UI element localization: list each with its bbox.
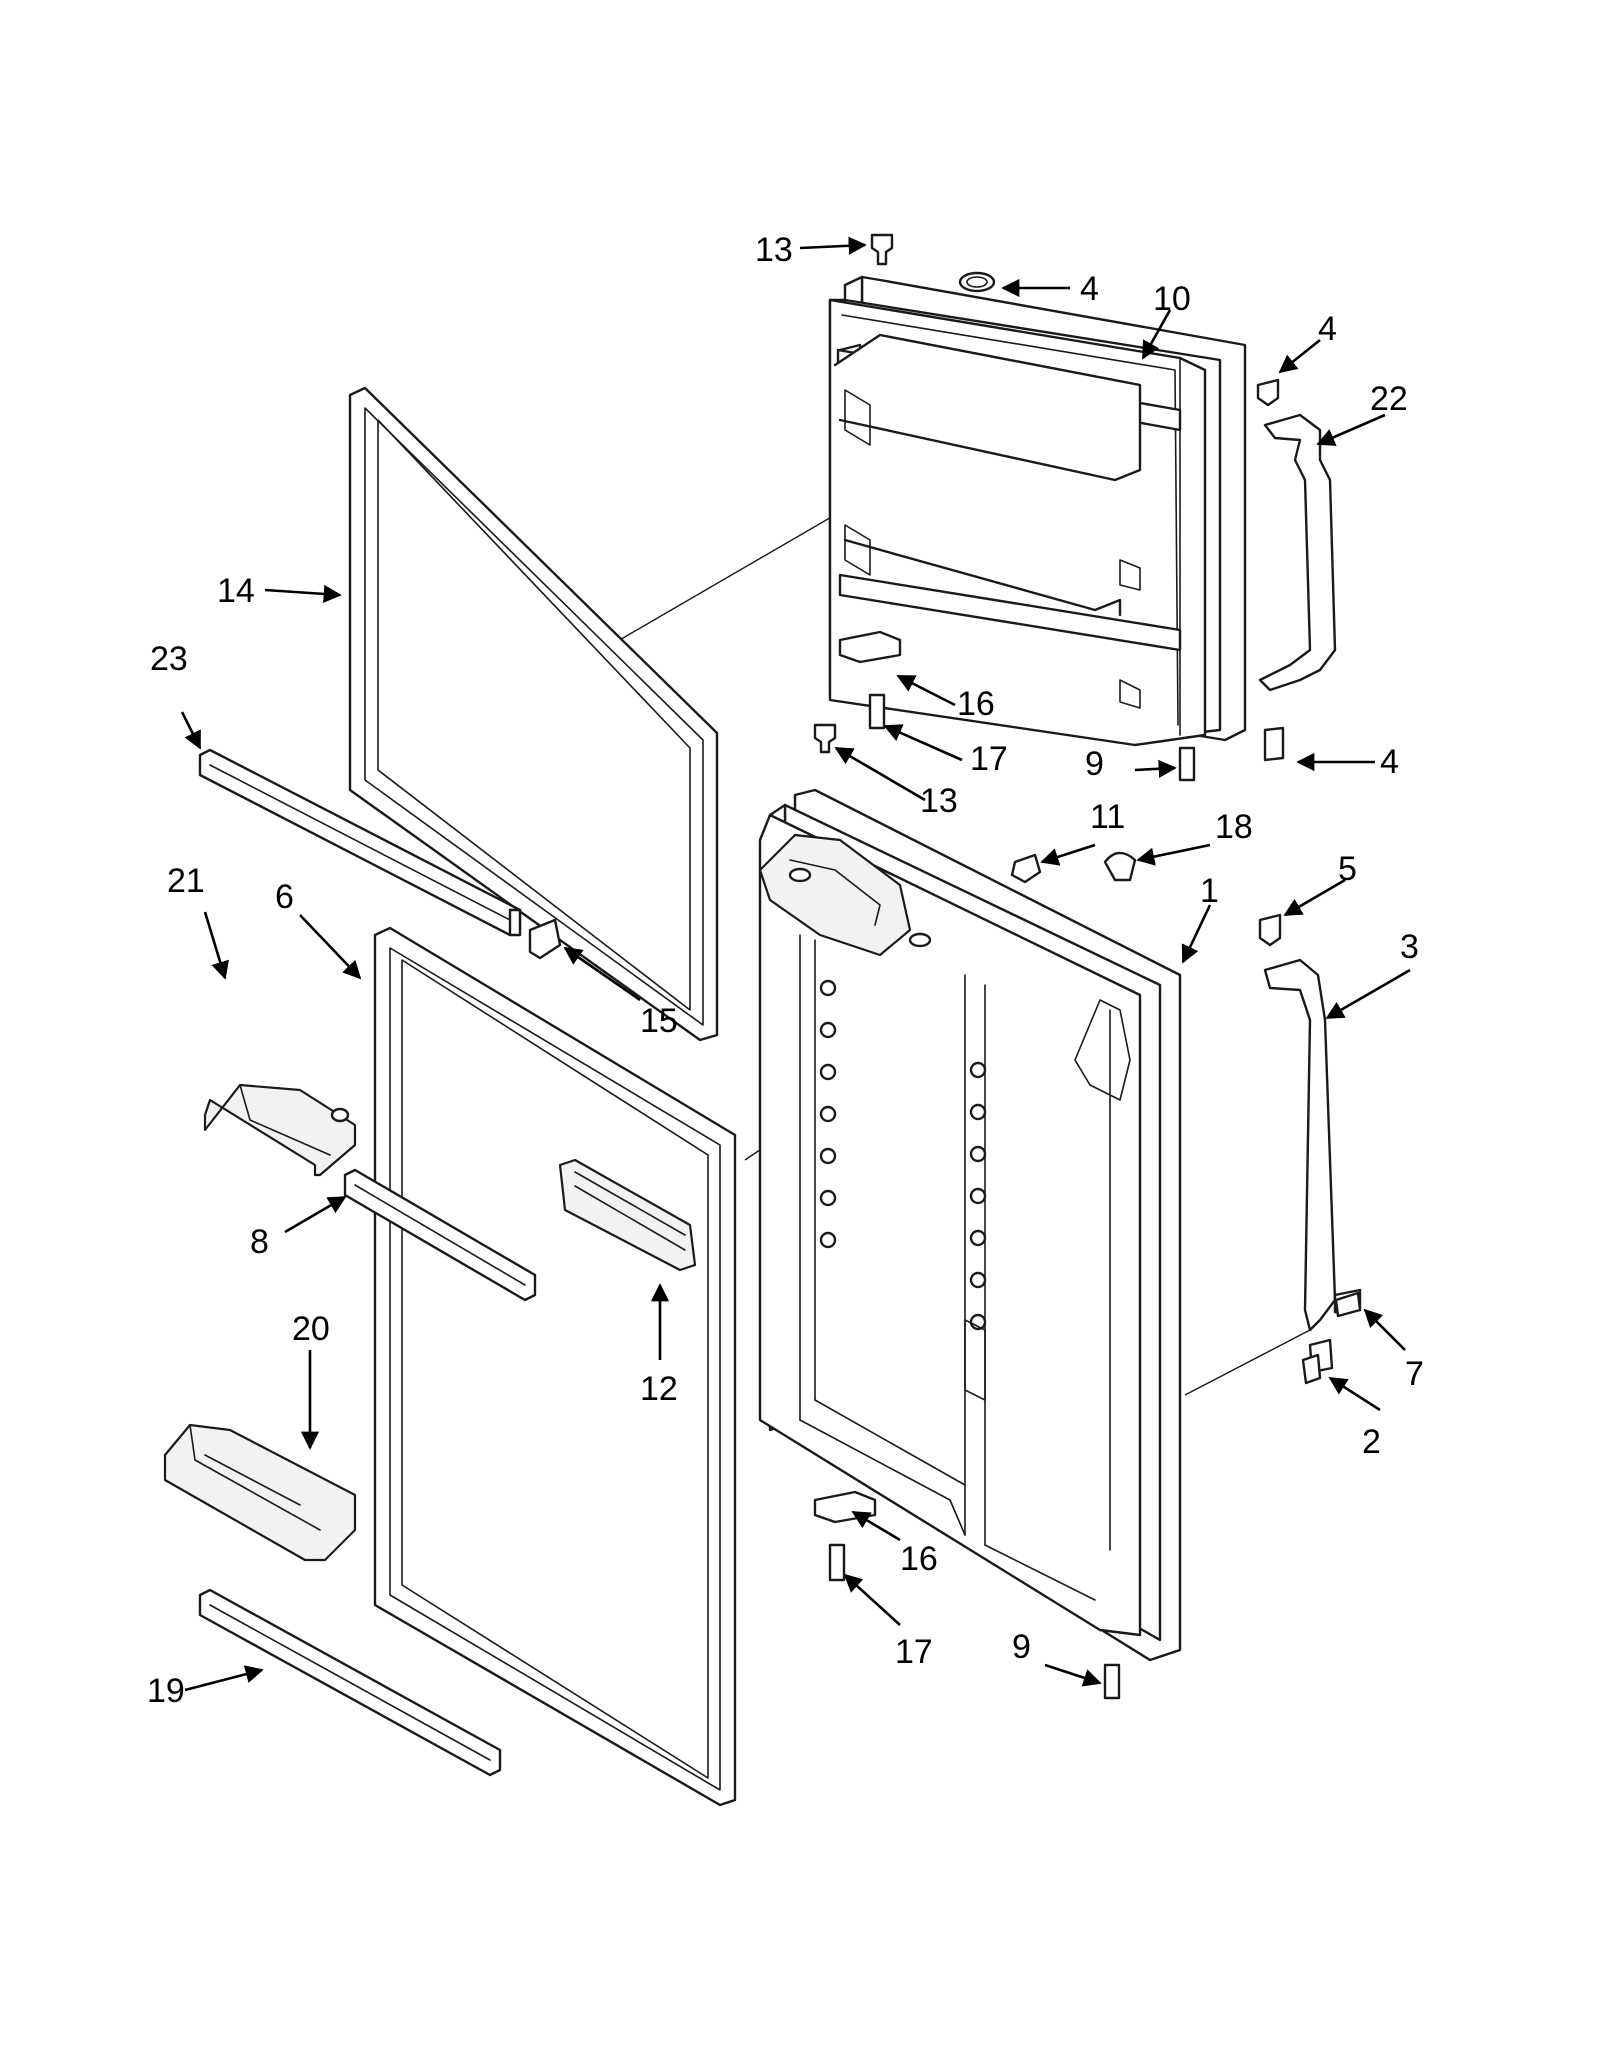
callout-9-bottom: 9	[1012, 1628, 1031, 1666]
hole-plug-small	[1010, 853, 1042, 884]
dairy-bin	[203, 1083, 357, 1177]
hinge-plate-bottom	[813, 1490, 877, 1524]
callout-18: 18	[1215, 808, 1253, 846]
callout-1: 1	[1200, 872, 1219, 910]
callout-4-lower: 5	[1338, 850, 1357, 888]
callout-16-bottom: 16	[900, 1540, 938, 1578]
callout-13-mid: 13	[920, 782, 958, 820]
screw-door-bottom	[1103, 1663, 1121, 1700]
screw-bottom	[828, 1543, 846, 1582]
callout-13-top: 13	[755, 231, 793, 269]
callout-15: 15	[640, 1002, 678, 1040]
fresh-food-gasket	[373, 926, 737, 1807]
callout-4-mid: 4	[1380, 743, 1399, 781]
callout-20: 20	[292, 1310, 330, 1348]
freezer-handle	[1256, 378, 1337, 762]
callout-19: 19	[147, 1672, 185, 1710]
clip-part	[528, 918, 562, 960]
grommet-hole	[966, 276, 988, 288]
callout-6: 6	[275, 878, 294, 916]
door-rail-8	[343, 1168, 537, 1302]
callout-17-bottom: 17	[895, 1633, 933, 1671]
door-shelf-12	[558, 1158, 697, 1272]
callout-16-top: 16	[957, 685, 995, 723]
callout-labels: 13 4 10 4 22 14 23 16 17 9 4 13 11 18 5 …	[147, 231, 1424, 1710]
callout-4-top: 4	[1318, 310, 1337, 348]
callout-3: 3	[1400, 928, 1419, 966]
hinge-pin-top	[870, 233, 894, 266]
screw-freezer-bottom	[1178, 746, 1196, 782]
handle-clip-2	[1301, 1353, 1322, 1385]
door-rail-19	[198, 1588, 502, 1777]
grommet-part	[958, 271, 996, 293]
callout-5: 7	[1405, 1355, 1424, 1393]
callout-7: 4	[1080, 270, 1099, 308]
callout-22: 22	[1370, 380, 1408, 418]
freezer-door	[828, 275, 1247, 747]
callout-21: 21	[167, 862, 205, 900]
screw-top	[868, 693, 886, 730]
callout-8: 8	[250, 1223, 269, 1261]
callout-23: 23	[150, 640, 188, 678]
freezer-rail	[198, 748, 522, 937]
callout-2: 2	[1362, 1423, 1381, 1461]
hinge-pin-middle	[813, 723, 837, 754]
callout-9-top: 9	[1085, 745, 1104, 783]
hole-plug-cap	[1103, 851, 1137, 882]
hinge-plate-top	[838, 630, 902, 664]
fresh-food-door	[758, 788, 1182, 1662]
callout-11: 11	[1090, 798, 1125, 836]
callout-14: 14	[217, 572, 255, 610]
freezer-gasket	[348, 386, 719, 1042]
screw-5	[1334, 1291, 1362, 1318]
callout-12: 12	[640, 1370, 678, 1408]
callout-arrows	[180, 236, 1411, 1692]
door-bin-20	[163, 1423, 357, 1562]
callout-10: 10	[1153, 280, 1191, 318]
callout-17-top: 17	[970, 740, 1008, 778]
